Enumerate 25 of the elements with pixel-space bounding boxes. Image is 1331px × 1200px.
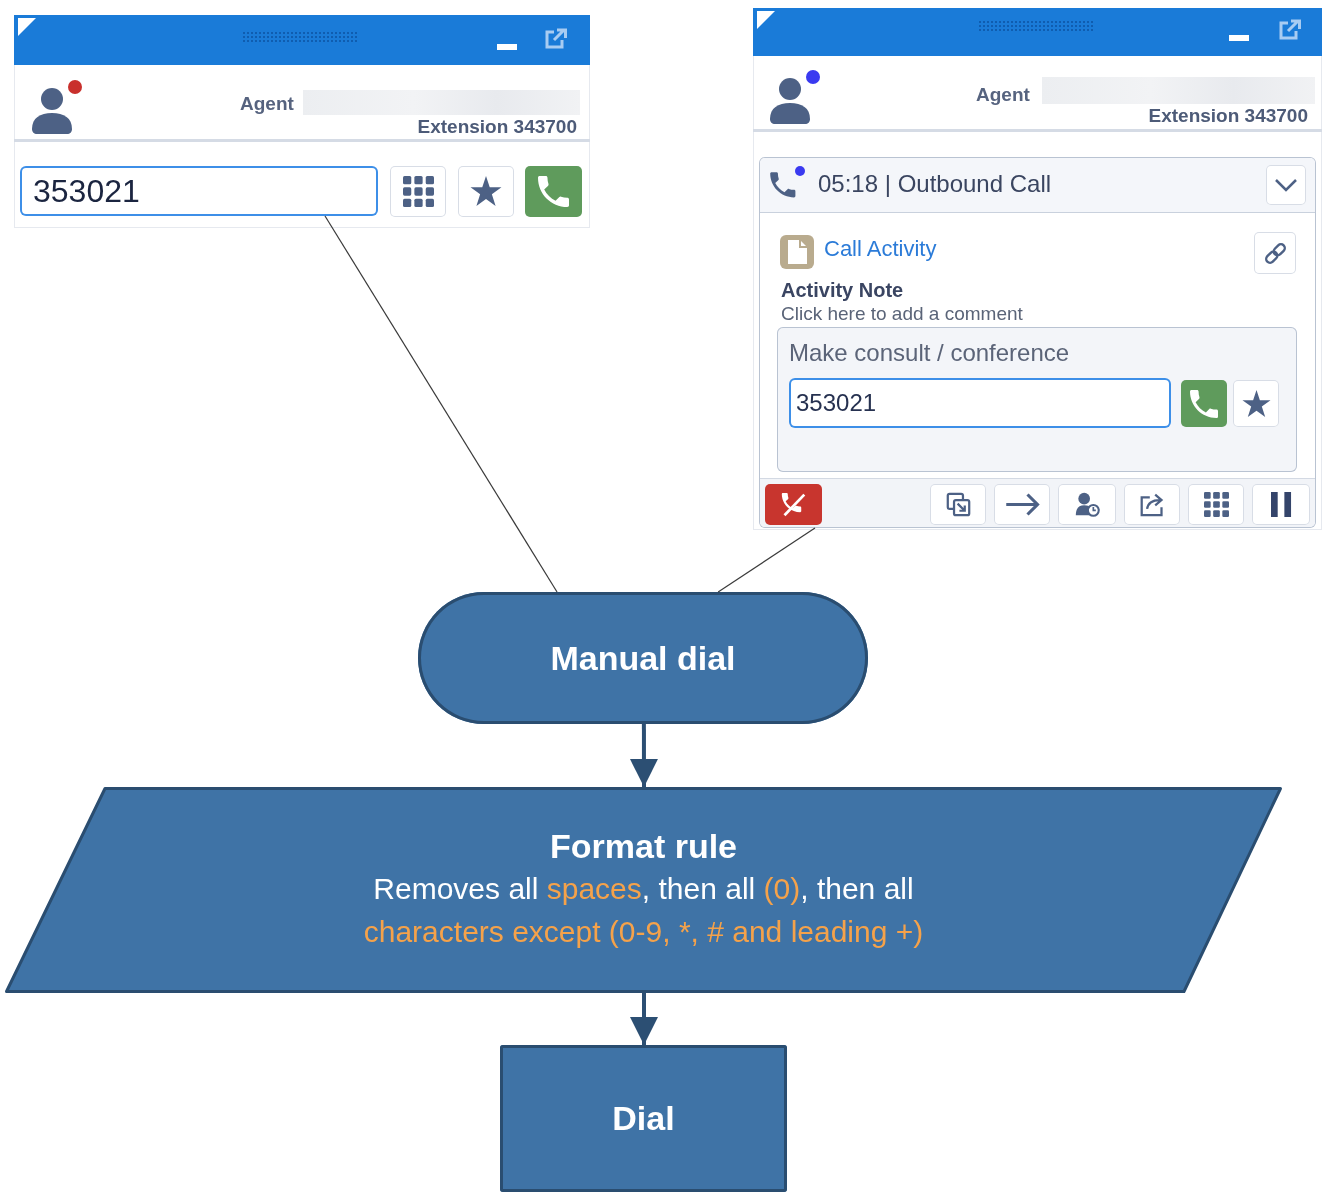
extension-number: Extension 343700 [417, 116, 577, 138]
node-description: Removes all spaces, then all (0), then all characters except (0-9, *, # and leading +) [362, 870, 925, 951]
input-field: 353021 [789, 378, 1171, 428]
node-title: Format rule [549, 826, 737, 867]
process-box [500, 1045, 787, 1192]
activity-link: Call Activity [824, 236, 937, 262]
call-panel [759, 157, 1316, 528]
call-status-text: 05:18 | Outbound Call [818, 170, 1052, 198]
section-heading: Activity Note [781, 279, 904, 302]
leader-line [717, 527, 816, 593]
consult-panel [777, 327, 1297, 472]
agent-label: Agent [976, 84, 1030, 106]
agent-label: Agent [240, 93, 294, 115]
node-title: Dial [612, 1098, 675, 1139]
input-field: 353021 [20, 166, 378, 216]
arrow [630, 993, 658, 1045]
io-parallelogram [5, 787, 1282, 993]
panel-heading: Make consult / conference [789, 339, 1070, 367]
node-title: Manual dial [550, 637, 736, 679]
leader-line [324, 215, 558, 593]
arrow [629, 724, 658, 787]
placeholder-text: Click here to add a comment [781, 303, 1023, 325]
softphone-window [753, 8, 1322, 530]
softphone-window [14, 15, 590, 228]
extension-number: Extension 343700 [1148, 105, 1308, 127]
